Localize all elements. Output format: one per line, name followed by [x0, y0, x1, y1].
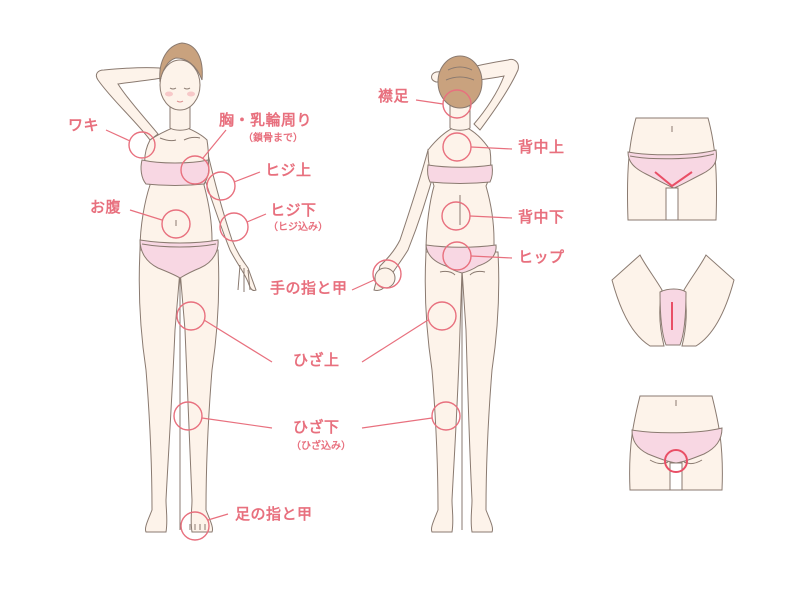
label-elbow-lower-sub: （ヒジ込み） [268, 222, 328, 233]
label-chest-sub: （鎖骨まで） [243, 133, 303, 144]
markers [105, 89, 513, 541]
label-hip: ヒップ [518, 248, 565, 266]
label-toes: 足の指と甲 [235, 505, 313, 523]
back-figure [373, 55, 519, 533]
label-knee-upper: ひざ上 [293, 351, 340, 369]
label-hand: 手の指と甲 [270, 279, 348, 297]
label-back-upper: 背中上 [518, 138, 565, 156]
label-elbow-upper: ヒジ上 [265, 161, 312, 179]
label-knee-lower-sub: （ひざ込み） [291, 441, 351, 452]
label-chest: 胸・乳輪周り [219, 111, 313, 129]
label-belly: お腹 [90, 198, 122, 216]
detail-panel-i [611, 254, 735, 347]
label-nape: 襟足 [378, 87, 410, 105]
label-knee-lower: ひざ下 [293, 418, 340, 436]
detail-panel-v [626, 117, 718, 221]
label-back-lower: 背中下 [518, 208, 565, 226]
label-waki: ワキ [68, 116, 100, 134]
front-figure [95, 42, 257, 533]
label-elbow-lower: ヒジ下 [270, 201, 317, 219]
detail-panel-o [629, 395, 723, 491]
